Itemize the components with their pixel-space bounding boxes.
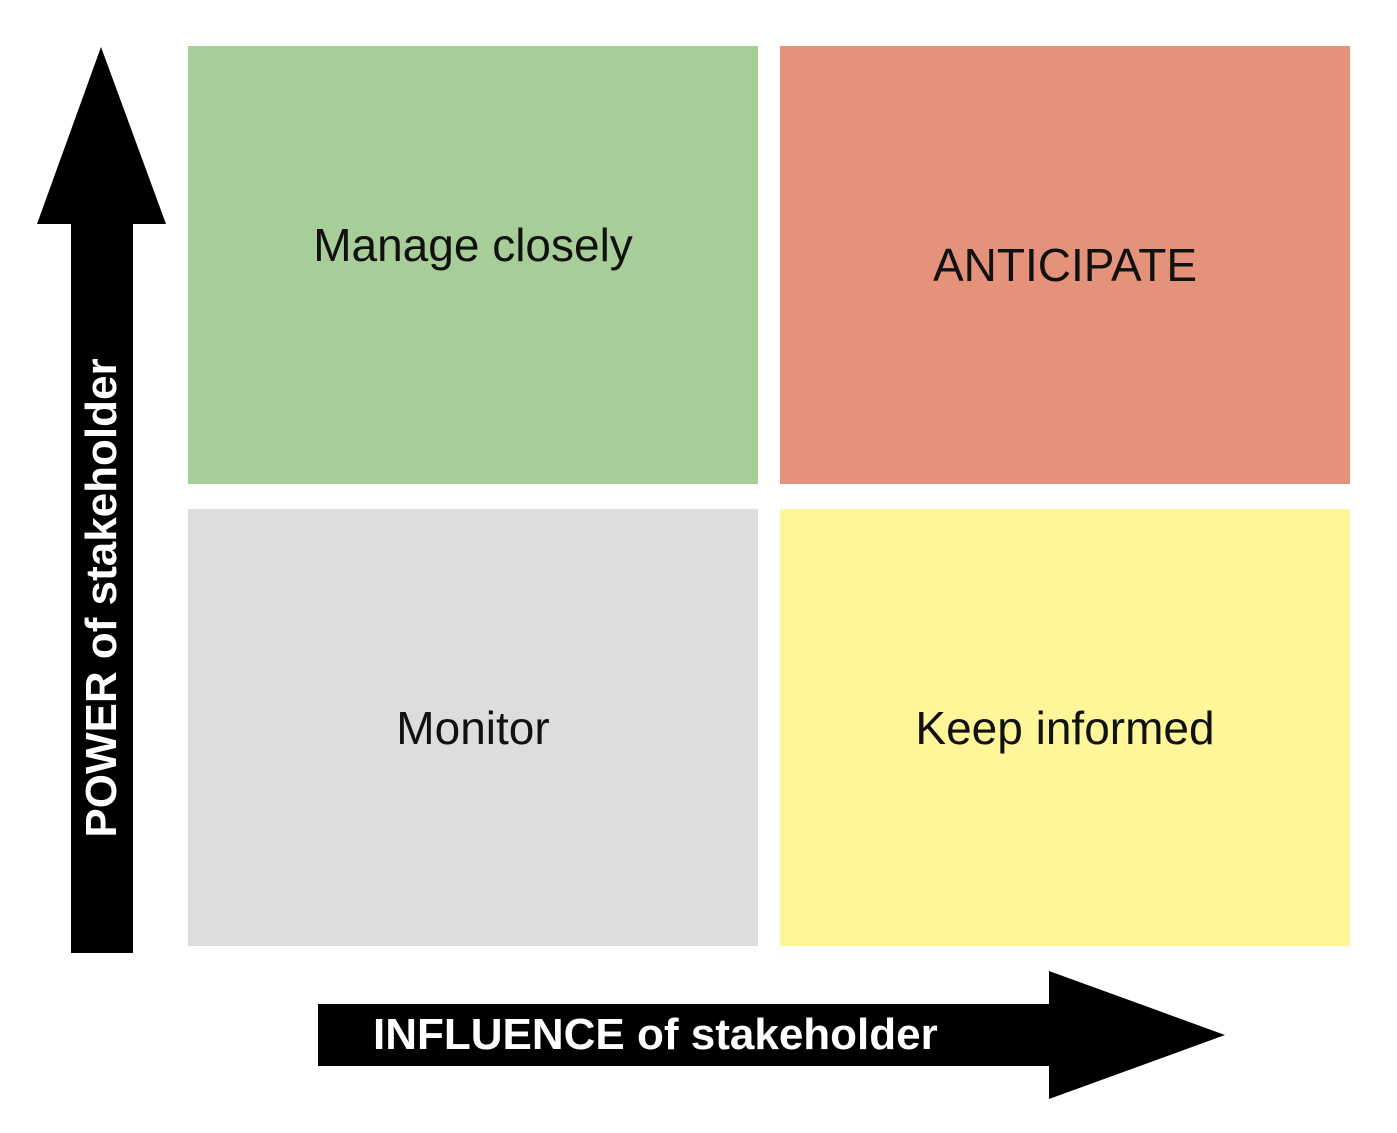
quadrant-label: ANTICIPATE [932,239,1198,291]
quadrant-keep-informed: Keep informed [780,509,1350,946]
quadrant-label: Manage closely [313,219,633,271]
vertical-arrow [37,47,166,953]
quadrant-manage-closely: Manage closely [188,46,758,484]
quadrant-anticipate: ANTICIPATE [780,46,1350,484]
y-axis-label: POWER of stakeholder [77,358,126,838]
quadrant-label: Monitor [396,701,550,754]
quadrant-monitor: Monitor [188,509,758,946]
x-axis-label: INFLUENCE of stakeholder [373,1010,938,1059]
quadrant-label: Keep informed [915,701,1215,754]
horizontal-arrow [318,971,1225,1099]
